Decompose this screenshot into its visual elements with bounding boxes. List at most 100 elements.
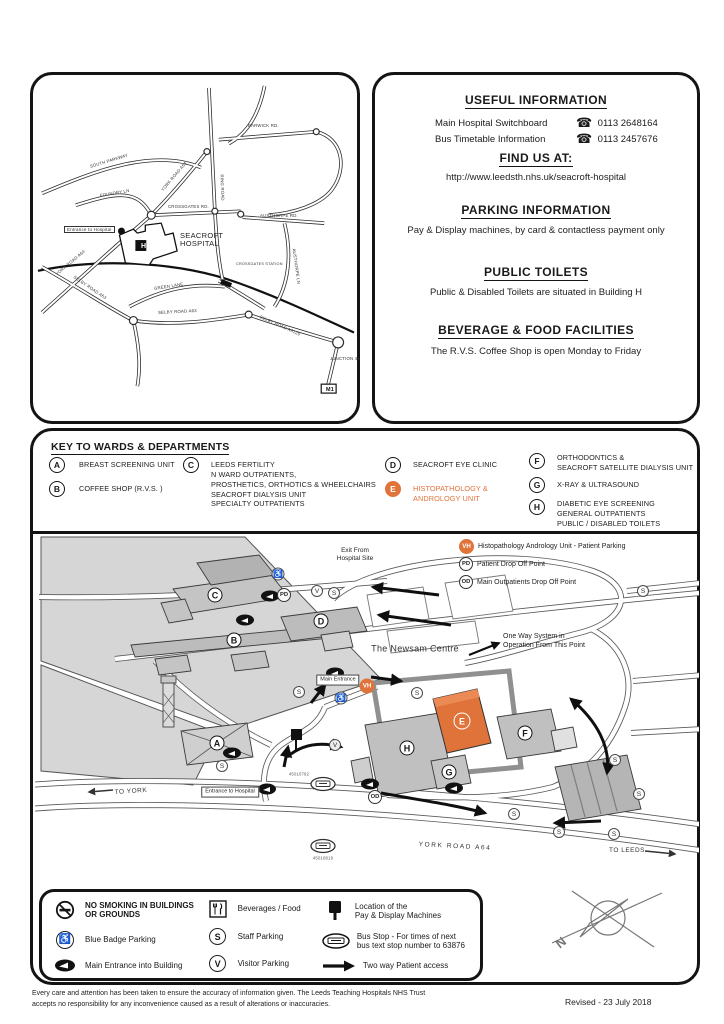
legend-bus-stop: Bus Stop - For times of next bus text st… (322, 932, 474, 950)
phone-icon: ☎ (576, 131, 593, 146)
od-legend-text: Main Outpatients Drop Off Point (477, 578, 577, 586)
key-letter-a: A (49, 457, 65, 473)
phone-row-label: Bus Timetable Information (435, 133, 546, 145)
pay-display-icon (322, 900, 348, 922)
map-legend-vh: VH Histopathology Andrology Unit - Patie… (459, 539, 625, 554)
visitor-parking-icon: V (205, 955, 231, 972)
staff-parking-marker: S (508, 808, 520, 820)
vh-marker: VH (459, 539, 474, 554)
key-text-e: HISTOPATHOLOGY & ANDROLOGY UNIT (413, 484, 488, 503)
map-legend-od: OD Main Outpatients Drop Off Point (459, 575, 576, 589)
staff-parking-marker: S (293, 686, 305, 698)
building-b-marker: B (226, 632, 242, 648)
building-f-marker: F (517, 725, 533, 741)
compass: N (538, 883, 678, 968)
staff-parking-marker: S (633, 788, 645, 800)
building-e-marker: E (453, 712, 471, 730)
key-letter-h: H (529, 499, 545, 515)
main-entrance-icon (52, 959, 78, 972)
key-letter-b: B (49, 481, 65, 497)
legend-beverages: Beverages / Food (205, 900, 318, 918)
footer-line2: accepts no responsibility for any inconv… (32, 1000, 331, 1008)
road-map-panel: SOUTH PARKWAY FOUNDRY LN YORK ROAD A64 Y… (30, 72, 360, 424)
legend-two-way: Two way Patient access (322, 960, 474, 972)
road-label: CROSSGATES RD. (168, 204, 209, 209)
site-map-canvas: VH Histopathology Andrology Unit - Patie… (35, 533, 699, 886)
vh-legend-text: Histopathology Andrology Unit - Patient … (478, 543, 626, 550)
visitor-parking-marker: V (311, 585, 323, 597)
staff-parking-marker: S (553, 826, 565, 838)
junction-label: JUNCTION 46 (330, 356, 360, 361)
footer-line1: Every care and attention has been taken … (32, 990, 426, 997)
to-leeds-label: TO LEEDS (608, 846, 646, 854)
legend-staff-parking: S Staff Parking (205, 928, 318, 945)
useful-info-title: USEFUL INFORMATION (464, 93, 608, 109)
no-smoking-icon (52, 900, 78, 920)
bus-stop-number: 45010819 (312, 855, 334, 861)
key-letter-g: G (529, 477, 545, 493)
visitor-parking-marker: V (329, 739, 341, 751)
compass-icon (551, 890, 663, 948)
exit-site-label: Exit From Hospital Site (336, 546, 374, 562)
phone-icon: ☎ (576, 115, 593, 130)
toilets-title: PUBLIC TOILETS (483, 265, 589, 281)
phone-row-label: Main Hospital Switchboard (435, 117, 548, 129)
parking-text: Pay & Display machines, by card & contac… (407, 225, 665, 236)
building-a-marker: A (209, 735, 225, 751)
bus-stop-number: 45010792 (288, 771, 310, 777)
legend-blue-badge: ♿ Blue Badge Parking (52, 930, 201, 949)
staff-parking-marker: S (608, 828, 620, 840)
phone-row: Main Hospital Switchboard ☎ 0113 2648164 (399, 115, 679, 131)
key-text-c: LEEDS FERTILITY N WARD OUTPATIENTS, PROS… (211, 460, 376, 509)
hospital-h-marker: H (140, 243, 147, 250)
pd-marker: PD (459, 557, 473, 571)
website-url: http://www.leedsth.nhs.uk/seacroft-hospi… (445, 172, 627, 183)
key-text-g: X-RAY & ULTRASOUND (557, 480, 640, 489)
staff-parking-marker: S (411, 687, 423, 699)
od-point-marker: OD (368, 790, 382, 804)
staff-parking-icon: S (205, 928, 231, 945)
beverage-text: The R.V.S. Coffee Shop is open Monday to… (430, 346, 642, 357)
info-panel: USEFUL INFORMATION Main Hospital Switchb… (372, 72, 700, 424)
road-label: AUSTHORPE RD. (260, 213, 298, 218)
one-way-label: One Way System in Operation From This Po… (503, 633, 585, 649)
main-entrance-label: Main Entrance (316, 674, 360, 686)
road-map-canvas: SOUTH PARKWAY FOUNDRY LN YORK ROAD A64 Y… (34, 76, 360, 420)
key-title: KEY TO WARDS & DEPARTMENTS (51, 441, 230, 455)
legend-main-entrance: Main Entrance into Building (52, 959, 201, 972)
vh-point-marker: VH (359, 678, 375, 694)
beverage-title: BEVERAGE & FOOD FACILITIES (438, 323, 634, 339)
station-label: CROSSGATES STATION (236, 262, 283, 266)
map-legend-box: NO SMOKING IN BUILDINGS OR GROUNDS ♿ Blu… (39, 889, 483, 981)
two-way-arrow-icon (322, 960, 356, 972)
disabled-parking-icon: ♿ (334, 691, 348, 705)
toilets-text: Public & Disabled Toilets are situated i… (429, 287, 643, 298)
road-label: BARWICK RD. (248, 123, 279, 128)
phone-row: Bus Timetable Information ☎ 0113 2457676 (399, 131, 679, 147)
phone-number: 0113 2648164 (597, 117, 658, 129)
pd-legend-text: Patient Drop Off Point (477, 560, 545, 568)
parking-title: PARKING INFORMATION (461, 203, 611, 219)
key-divider (33, 531, 697, 534)
revised-date: Revised - 23 July 2018 (565, 997, 652, 1007)
find-us-title: FIND US AT: (499, 151, 573, 167)
entrance-label: Entrance to Hospital (64, 226, 115, 233)
key-letter-d: D (385, 457, 401, 473)
m1-label: M1 (326, 387, 335, 393)
legend-no-smoking: NO SMOKING IN BUILDINGS OR GROUNDS (52, 900, 201, 920)
key-text-d: SEACROFT EYE CLINIC (413, 460, 498, 469)
building-g-marker: G (441, 764, 457, 780)
key-text-b: COFFEE SHOP (R.V.S. ) (79, 484, 163, 493)
beverages-icon (205, 900, 231, 918)
staff-parking-marker: S (637, 585, 649, 597)
building-d-marker: D (313, 613, 329, 629)
road-map-graphic (37, 85, 355, 394)
hospital-name: SEACROFT HOSPITAL (180, 231, 224, 249)
staff-parking-marker: S (216, 760, 228, 772)
key-letter-c: C (183, 457, 199, 473)
building-c-marker: C (207, 587, 223, 603)
road-label: RING ROAD (219, 174, 226, 201)
staff-parking-marker: S (328, 587, 340, 599)
staff-parking-marker: S (609, 754, 621, 766)
